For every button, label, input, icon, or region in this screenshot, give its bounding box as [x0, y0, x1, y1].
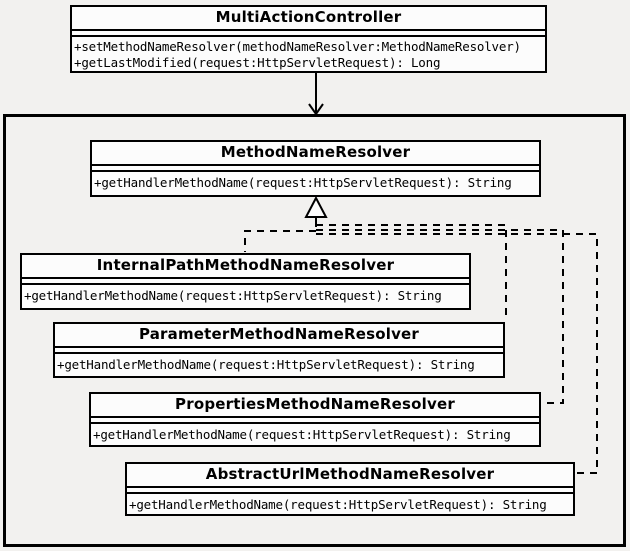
class-box-methodnameresolver: MethodNameResolver +getHandlerMethodName… [90, 140, 541, 197]
attributes-compartment-empty [72, 31, 545, 37]
method-entry: +getHandlerMethodName(request:HttpServle… [129, 497, 547, 512]
class-box-abstracturlmethodnameresolver: AbstractUrlMethodNameResolver +getHandle… [125, 462, 575, 516]
class-title-abstracturlmethodnameresolver: AbstractUrlMethodNameResolver [127, 464, 573, 488]
attributes-compartment-empty [22, 279, 469, 285]
method-entry: +setMethodNameResolver(methodNameResolve… [74, 39, 521, 54]
methods-compartment: +getHandlerMethodName(request:HttpServle… [127, 494, 573, 513]
dependency-arrowhead-icon [308, 103, 324, 116]
methods-compartment: +getHandlerMethodName(request:HttpServle… [55, 354, 503, 373]
method-entry: +getLastModified(request:HttpServletRequ… [74, 55, 441, 70]
method-entry: +getHandlerMethodName(request:HttpServle… [93, 427, 511, 442]
class-box-internalpathmethodnameresolver: InternalPathMethodNameResolver +getHandl… [20, 253, 471, 310]
class-title-parametermethodnameresolver: ParameterMethodNameResolver [55, 324, 503, 348]
method-entry: +getHandlerMethodName(request:HttpServle… [24, 288, 442, 303]
attributes-compartment-empty [92, 166, 539, 172]
attributes-compartment-empty [127, 488, 573, 494]
methods-compartment: +getHandlerMethodName(request:HttpServle… [91, 424, 539, 443]
attributes-compartment-empty [55, 348, 503, 354]
class-box-multiactioncontroller: MultiActionController +setMethodNameReso… [70, 5, 547, 73]
methods-compartment: +getHandlerMethodName(request:HttpServle… [92, 172, 539, 191]
methods-compartment: +setMethodNameResolver(methodNameResolve… [72, 37, 545, 71]
class-title-methodnameresolver: MethodNameResolver [92, 142, 539, 166]
method-entry: +getHandlerMethodName(request:HttpServle… [57, 357, 475, 372]
methods-compartment: +getHandlerMethodName(request:HttpServle… [22, 285, 469, 304]
class-title-internalpathmethodnameresolver: InternalPathMethodNameResolver [22, 255, 469, 279]
method-entry: +getHandlerMethodName(request:HttpServle… [94, 175, 512, 190]
attributes-compartment-empty [91, 418, 539, 424]
class-title-multiactioncontroller: MultiActionController [72, 7, 545, 31]
class-box-propertiesmethodnameresolver: PropertiesMethodNameResolver +getHandler… [89, 392, 541, 447]
class-title-propertiesmethodnameresolver: PropertiesMethodNameResolver [91, 394, 539, 418]
class-box-parametermethodnameresolver: ParameterMethodNameResolver +getHandlerM… [53, 322, 505, 378]
